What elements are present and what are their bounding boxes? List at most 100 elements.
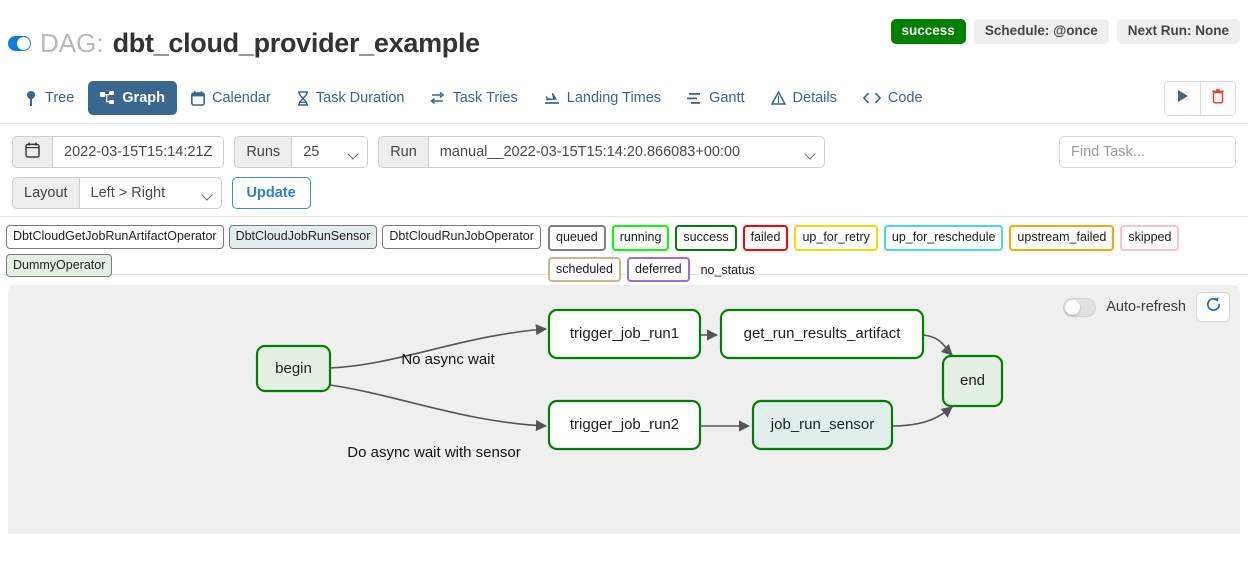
trigger-dag-button[interactable] (1165, 82, 1200, 115)
find-task-input[interactable]: Find Task... (1059, 136, 1236, 168)
base-date-group: 2022-03-15T15:14:21Z (12, 136, 225, 168)
refresh-button[interactable] (1196, 292, 1230, 322)
status-badge[interactable]: success (890, 19, 966, 44)
tab-label: Task Duration (315, 90, 405, 106)
edge-begin-to-trigger1 (329, 324, 548, 369)
dag-name-label: dbt_cloud_provider_example (112, 28, 481, 58)
tab-label: Details (792, 90, 837, 106)
tab-label: Code (887, 90, 923, 106)
auto-refresh-label: Auto-refresh (1106, 299, 1186, 315)
tab-task-tries[interactable]: Task Tries (418, 81, 529, 115)
page-header: DAG: dbt_cloud_provider_example success … (0, 0, 1248, 72)
retry-icon (430, 91, 445, 105)
dag-run-select[interactable]: manual__2022-03-15T15:14:20.866083+00:00 (428, 136, 825, 168)
runs-group: Runs 25 (234, 136, 369, 168)
tab-calendar[interactable]: Calendar (179, 81, 283, 115)
task-node-trigger_job_run1[interactable]: trigger_job_run1 (547, 308, 702, 360)
dag-title: DAG: dbt_cloud_provider_example (8, 28, 480, 59)
legend-state-chip[interactable]: up_for_reschedule (883, 225, 1004, 251)
tab-list: Tree Graph Calendar Task Duration Task T (12, 72, 1236, 124)
auto-refresh-toggle[interactable] (1063, 297, 1097, 317)
graph-canvas[interactable]: Auto-refresh No async wait Do async wait… (8, 285, 1240, 534)
tab-label: Tree (45, 90, 75, 106)
edge-begin-to-trigger2 (329, 384, 548, 432)
layout-select[interactable]: Left > Right (79, 177, 222, 209)
legend-state-chip[interactable]: failed (742, 225, 789, 251)
tab-tree[interactable]: Tree (12, 81, 86, 115)
num-runs-select[interactable]: 25 (292, 136, 369, 168)
run-group: Run manual__2022-03-15T15:14:20.866083+0… (378, 136, 825, 168)
gantt-icon (687, 92, 702, 105)
refresh-icon (1205, 296, 1222, 318)
tab-gantt[interactable]: Gantt (675, 81, 756, 115)
next-run-badge[interactable]: Next Run: None (1116, 19, 1240, 44)
triangle-icon (770, 91, 786, 105)
update-button[interactable]: Update (231, 177, 311, 209)
run-label: Run (378, 136, 429, 168)
legend-state-chip[interactable]: deferred (627, 256, 690, 282)
delete-dag-button[interactable] (1200, 82, 1235, 115)
task-node-job_run_sensor[interactable]: job_run_sensor (751, 399, 894, 451)
legend-operator-chip[interactable]: DbtCloudRunJobOperator (382, 225, 541, 249)
legend-state-chip[interactable]: skipped (1120, 225, 1180, 251)
legend-no-status-label: no_status (700, 262, 755, 277)
tab-details[interactable]: Details (759, 81, 849, 115)
legend-state-chip[interactable]: upstream_failed (1009, 225, 1115, 251)
task-node-label: trigger_job_run2 (570, 416, 679, 433)
tab-label: Calendar (211, 90, 271, 106)
schedule-badge[interactable]: Schedule: @once (973, 19, 1109, 44)
layout-group: Layout Left > Right (12, 177, 222, 209)
tab-label: Task Tries (452, 90, 518, 106)
dag-pause-toggle[interactable] (8, 36, 31, 51)
tab-task-duration[interactable]: Task Duration (285, 81, 417, 115)
play-icon (1176, 89, 1189, 108)
task-node-get_run_results_artifact[interactable]: get_run_results_artifact (719, 308, 925, 360)
legend-operator-chip[interactable]: DbtCloudGetJobRunArtifactOperator (6, 225, 224, 249)
tab-graph[interactable]: Graph (88, 81, 177, 115)
edge-label: No async wait (401, 351, 495, 368)
tab-code[interactable]: Code (851, 81, 935, 115)
header-badges: success Schedule: @once Next Run: None (890, 19, 1240, 44)
graph-edges (329, 324, 953, 432)
graph-edge-labels: No async wait Do async wait with sensor (347, 351, 520, 461)
legend-state-chip[interactable]: running (611, 225, 670, 251)
tree-icon (24, 90, 38, 106)
legend-operator-chip[interactable]: DummyOperator (6, 253, 113, 277)
task-node-label: end (960, 372, 985, 389)
dag-action-group (1164, 81, 1236, 116)
edge-artifact-to-end (922, 334, 953, 356)
hourglass-icon (297, 90, 309, 106)
edge-label: Do async wait with sensor (347, 444, 520, 461)
tab-landing-times[interactable]: Landing Times (532, 81, 673, 115)
task-node-label: get_run_results_artifact (744, 325, 902, 342)
tab-label: Graph (122, 90, 165, 106)
legend-state-chip[interactable]: success (675, 225, 737, 251)
base-date-input[interactable]: 2022-03-15T15:14:21Z (53, 136, 225, 168)
legend-state-chip[interactable]: queued (548, 225, 606, 251)
tab-label: Landing Times (566, 90, 662, 106)
filter-row-2: Layout Left > Right Update (12, 177, 1236, 209)
graph-toolbar: Auto-refresh (1063, 292, 1230, 322)
task-node-begin[interactable]: begin (255, 344, 332, 393)
task-node-end[interactable]: end (941, 354, 1004, 408)
calendar-icon (190, 90, 205, 106)
legend-operator-chip[interactable]: DbtCloudJobRunSensor (228, 225, 378, 249)
calendar-icon (25, 142, 40, 162)
tab-label: Gantt (709, 90, 745, 106)
graph-icon (100, 91, 115, 105)
edge-sensor-to-end (891, 406, 953, 427)
task-node-label: trigger_job_run1 (570, 325, 679, 342)
landing-icon (544, 91, 560, 105)
calendar-button[interactable] (12, 136, 53, 168)
task-node-trigger_job_run2[interactable]: trigger_job_run2 (547, 399, 702, 451)
layout-label: Layout (12, 177, 80, 209)
legend-state-chip[interactable]: up_for_retry (794, 225, 878, 251)
filter-bar: 2022-03-15T15:14:21Z Runs 25 Run manual_… (0, 124, 1248, 217)
dag-prefix-label: DAG: (40, 28, 104, 58)
legend-state-chip[interactable]: scheduled (548, 256, 621, 282)
dag-graph[interactable]: No async wait Do async wait with sensor … (8, 285, 1240, 534)
runs-label: Runs (234, 136, 293, 168)
